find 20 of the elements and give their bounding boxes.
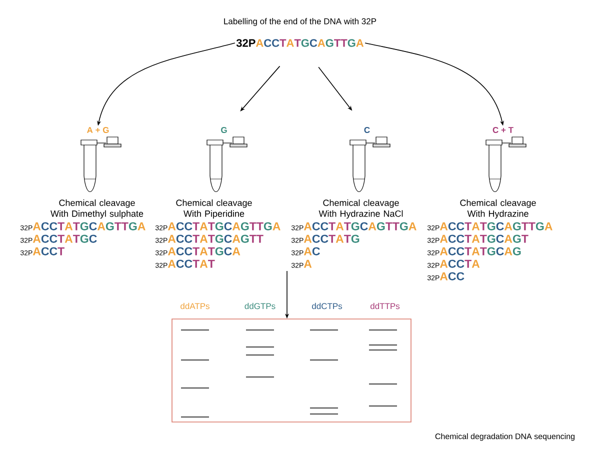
lane-heading: ddCTPs xyxy=(312,302,342,310)
fragment-list: 32PACCTATGCAGTTGA 32PACCTATGC 32PACCT xyxy=(20,222,146,256)
labelled-sequence: 32PACCTATGCAGTTGA xyxy=(236,39,364,47)
tube-label: C xyxy=(364,127,370,133)
lane-heading: ddTTPs xyxy=(370,302,400,310)
method-text: Chemical cleavage With Dimethyl sulphate xyxy=(50,199,144,219)
fragment-list: 32PACCTATGCAGTTGA 32PACCTATGCAGTT 32PACCTATGCA 32PACCTAT xyxy=(155,222,280,268)
tube-label: C + T xyxy=(492,127,514,133)
method-text: Chemical cleavage With Piperidine xyxy=(176,199,252,219)
tube-label: G xyxy=(221,127,227,133)
lane-heading: ddATPs xyxy=(180,302,210,310)
tube-label: A + G xyxy=(86,127,109,133)
fragment-list: 32PACCTATGCAGTTGA 32PACCTATGCAGT 32PACCTATGCAG 32PACCTA 32PACC xyxy=(427,222,552,280)
title: Labelling of the end of the DNA with 32P xyxy=(224,18,376,26)
arrow xyxy=(240,66,280,112)
caption: Chemical degradation DNA sequencing xyxy=(435,433,574,441)
lane-heading: ddGTPs xyxy=(244,302,276,310)
method-text: Chemical cleavage With Hydrazine xyxy=(460,199,536,219)
fragment-list: 32PACCTATGCAGTTGA 32PACCTATG 32PAC 32PA xyxy=(291,222,416,268)
method-text: Chemical cleavage With Hydrazine NaCl xyxy=(318,199,403,219)
